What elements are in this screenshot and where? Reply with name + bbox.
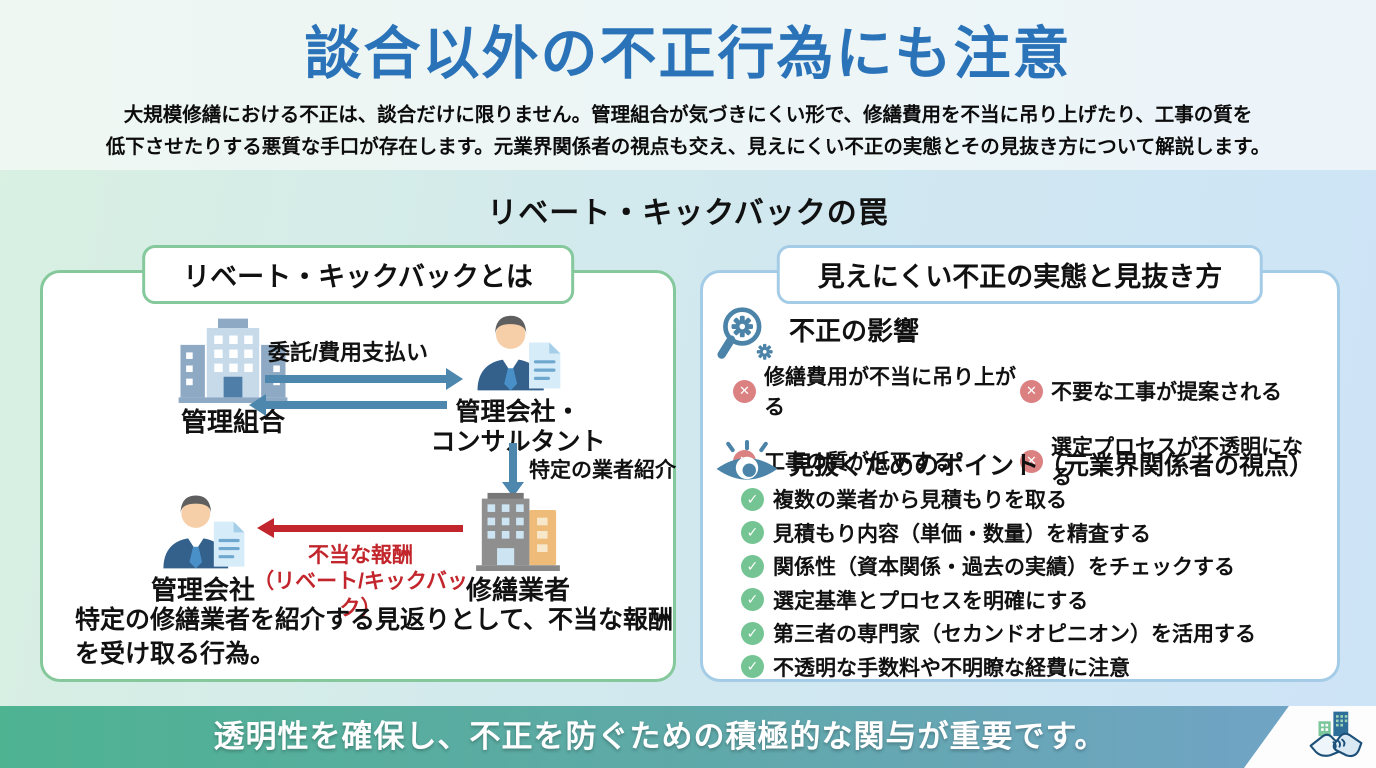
point-item-label: 見積もり内容（単価・数量）を精査する [773, 522, 1151, 546]
magnifier-gear-icon [717, 307, 773, 360]
subtitle-line-2: 低下させたりする悪質な手口が存在します。元業界関係者の視点も交え、見えにくい不正… [105, 135, 1271, 158]
point-item-label: 複数の業者から見積もりを取る [773, 489, 1067, 512]
point-item: ✓ 不透明な手数料や不明瞭な経費に注意 [741, 653, 1256, 681]
right-panel-badge: 見えにくい不正の実態と見抜き方 [776, 245, 1264, 304]
consultant-person-icon [477, 315, 561, 391]
x-circle-icon: ✕ [733, 379, 756, 403]
page-title: 談合以外の不正行為にも注意 [304, 22, 1072, 86]
point-item: ✓ 複数の業者から見積もりを取る [741, 485, 1256, 513]
check-circle-icon: ✓ [741, 521, 764, 544]
company-label: 管理会社 [150, 575, 255, 605]
point-item: ✓ 見積もり内容（単価・数量）を精査する [741, 519, 1256, 547]
consultant-label-line-1: 管理会社・ [455, 398, 581, 426]
impact-item: ✕ 修繕費用が不当に吊り上がる [733, 361, 1020, 421]
association-label: 管理組合 [180, 407, 285, 437]
impact-grid: ✕ 修繕費用が不当に吊り上がる ✕ 不要な工事が提案される ✕ 工事の質が低下す… [733, 361, 1323, 491]
right-panel-detection: 見えにくい不正の実態と見抜き方 不正の影響 [700, 245, 1340, 682]
point-item-label: 選定基準とプロセスを明確にする [773, 589, 1089, 613]
vendor-referral-label: 特定の業者紹介 [529, 459, 676, 482]
kickback-label-line-1: 不当な報酬 [308, 544, 413, 567]
impact-item-label: 工事の質が低下する [764, 451, 953, 474]
point-item-label: 関係性（資本関係・過去の実績）をチェックする [773, 556, 1235, 579]
check-circle-icon: ✓ [741, 588, 764, 611]
arrow-right-icon [265, 368, 463, 390]
kickback-label-line-2: （リベート/キックバック） [253, 570, 468, 620]
check-circle-icon: ✓ [741, 487, 764, 511]
footer: 透明性を確保し、不正を防ぐための積極的な関与が重要です。 [0, 706, 1376, 768]
consultant-label: 管理会社・ コンサルタント [428, 397, 608, 457]
vendor-label: 修繕業者 [465, 575, 570, 605]
handshake-buildings-icon [1309, 711, 1363, 758]
page-subtitle: 大規模修繕における不正は、談合だけに限りません。管理組合が気づきにくい形で、修繕… [0, 100, 1376, 163]
point-item: ✓ 関係性（資本関係・過去の実績）をチェックする [741, 552, 1256, 580]
impact-item-label: 修繕費用が不当に吊り上がる [764, 366, 1016, 419]
actor-repair-vendor: 修繕業者 [433, 491, 603, 606]
actor-management-company: 管理会社 [113, 483, 293, 606]
impact-item-label: 選定プロセスが不透明になる [1051, 436, 1303, 489]
kickback-arrow-icon [257, 518, 463, 538]
point-item-label: 第三者の専門家（セカンドオピニオン）を活用する [773, 623, 1256, 646]
point-item: ✓ 選定基準とプロセスを明確にする [741, 586, 1256, 614]
actor-management-association: 管理組合 [143, 313, 323, 438]
impact-heading: 不正の影響 [789, 316, 920, 346]
kickback-description: 特定の修繕業者を紹介する見返りとして、不当な報酬 を受け取る行為。 [75, 603, 673, 671]
left-panel-rebate-kickback: リベート・キックバックとは 管理組合 [40, 245, 676, 682]
company-person-icon [163, 495, 245, 569]
actor-management-consultant: 管理会社・ コンサルタント [428, 303, 608, 457]
arrow-left-icon [249, 394, 447, 416]
check-circle-icon: ✓ [741, 554, 764, 578]
check-circle-icon: ✓ [741, 655, 764, 678]
kickback-description-line-2: を受け取る行為。 [75, 640, 276, 668]
points-list: ✓ 複数の業者から見積もりを取る ✓ 見積もり内容（単価・数量）を精査する ✓ … [741, 485, 1256, 686]
impact-item: ✕ 選定プロセスが不透明になる [1020, 431, 1323, 491]
impact-item-label: 不要な工事が提案される [1051, 381, 1282, 404]
points-heading: 見抜くためのポイント（元業界関係者の視点） [789, 452, 1315, 480]
kickback-description-line-1: 特定の修繕業者を紹介する見返りとして、不当な報酬 [75, 606, 674, 634]
consultant-label-line-2: コンサルタント [430, 428, 606, 456]
subtitle-line-1: 大規模修繕における不正は、談合だけに限りません。管理組合が気づきにくい形で、修繕… [123, 104, 1253, 126]
arrow-down-icon [502, 443, 524, 497]
x-circle-icon: ✕ [1020, 379, 1043, 403]
impact-item: ✕ 不要な工事が提案される [1020, 361, 1323, 421]
header: 談合以外の不正行為にも注意 大規模修繕における不正は、談合だけに限りません。管理… [0, 0, 1376, 170]
point-item-label: 不透明な手数料や不明瞭な経費に注意 [773, 656, 1130, 680]
x-circle-icon: ✕ [1020, 449, 1043, 473]
section-title: リベート・キックバックの罠 [487, 197, 889, 230]
footer-message: 透明性を確保し、不正を防ぐための積極的な関与が重要です。 [213, 719, 1107, 754]
vendor-building-icon [476, 492, 560, 571]
commission-payment-label: 委託/費用支払い [267, 340, 429, 365]
kickback-label: 不当な報酬 （リベート/キックバック） [238, 543, 483, 622]
point-item: ✓ 第三者の専門家（セカンドオピニオン）を活用する [741, 619, 1256, 647]
association-building-icon [178, 318, 288, 403]
eye-icon [716, 440, 778, 480]
left-panel-badge: リベート・キックバックとは [142, 245, 574, 304]
check-circle-icon: ✓ [741, 621, 764, 645]
